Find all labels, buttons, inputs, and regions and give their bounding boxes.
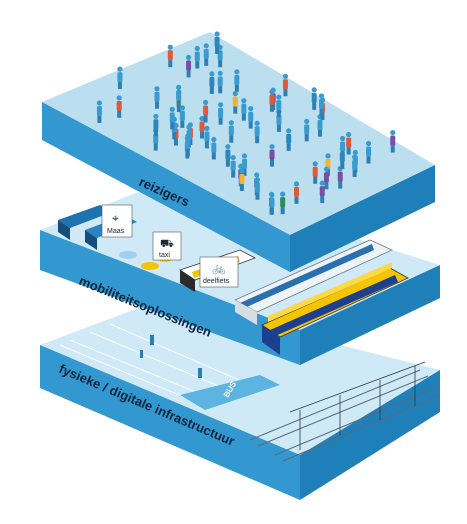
person-figure: [202, 99, 209, 123]
bubble-label-maas: Maas: [107, 228, 125, 235]
person-figure: [214, 31, 220, 54]
person-figure: [217, 70, 223, 94]
location-pin-icon: ⌖: [112, 211, 119, 225]
person-figure: [228, 120, 234, 143]
person-figure: [276, 94, 282, 118]
slab-middle-right: [300, 265, 440, 365]
person-figure: [293, 181, 300, 204]
person-figure: [248, 105, 254, 129]
person-figure: [185, 133, 191, 157]
road-lanes: [59, 323, 263, 407]
person-figure: [209, 71, 215, 94]
person-figure: [269, 192, 275, 215]
bubble-label-taxi: taxi: [159, 252, 170, 259]
person-figure: [153, 113, 159, 137]
person-figure: [346, 131, 352, 155]
bubble-maas: ⌖ Maas: [101, 204, 133, 238]
bubble-deelfiets: 🚲 deelfiets: [199, 256, 239, 288]
person-figure: [185, 54, 192, 78]
slab-top-left: [42, 102, 290, 272]
person-figure: [232, 91, 238, 114]
person-figure: [241, 98, 247, 121]
person-figure: [211, 136, 217, 160]
person-figure: [234, 69, 240, 92]
person-figure: [286, 128, 292, 151]
person-figure: [203, 43, 209, 66]
bubble-label-deelfiets: deelfiets: [203, 278, 230, 285]
person-figure: [312, 161, 318, 184]
bubble-taxi: ⛟ taxi: [152, 231, 182, 261]
train-intercity: [234, 239, 393, 325]
person-figure: [311, 87, 317, 110]
person-figure: [269, 89, 275, 112]
slab-top-right: [290, 165, 435, 272]
person-figure: [319, 180, 325, 204]
layer-infrastructure: BUS fysieke / digitale infrastructuur: [40, 300, 441, 500]
slab-middle-left: [40, 230, 300, 365]
person-figure: [390, 129, 396, 153]
slab-bottom-left: [40, 345, 300, 500]
traffic-signs: [140, 335, 202, 378]
person-figure: [254, 120, 260, 144]
person-figure: [318, 93, 325, 117]
crowd: [96, 31, 396, 215]
person-figure: [169, 106, 175, 130]
person-figure: [176, 84, 182, 108]
person-figure: [282, 73, 289, 97]
person-figure: [365, 140, 372, 164]
person-figure: [239, 168, 245, 191]
person-figure: [96, 100, 103, 123]
person-figure: [323, 166, 330, 190]
person-figure: [325, 153, 331, 176]
person-figure: [194, 45, 200, 69]
person-figure: [352, 154, 358, 177]
person-figure: [225, 144, 231, 167]
person-figure: [116, 95, 122, 118]
train-ns: [261, 262, 409, 355]
person-figure: [230, 154, 236, 178]
person-figure: [167, 44, 173, 68]
rail-tracks: [249, 369, 441, 462]
overhead-wires: [289, 361, 426, 450]
person-figure: [117, 66, 123, 90]
person-figure: [280, 191, 286, 215]
person-figure: [304, 118, 310, 142]
person-figure: [339, 146, 345, 169]
layer-travellers: reizigers: [42, 31, 435, 272]
layer-mobility: ⌖ Maas ⛟ taxi 🚲 deelfiets mobiliteitsopl…: [40, 180, 440, 365]
bus-lane: [180, 375, 280, 410]
person-figure: [199, 115, 205, 139]
person-figure: [269, 144, 275, 167]
slab-top-top: [42, 32, 435, 235]
person-figure: [217, 102, 224, 125]
person-figure: [337, 166, 343, 189]
car-icon: ⛟: [160, 238, 174, 250]
slab-bottom-right: [300, 370, 440, 500]
bicycle-icon: 🚲: [212, 263, 226, 275]
person-figure: [154, 86, 160, 109]
person-figure: [179, 105, 185, 128]
person-figure: [204, 125, 210, 149]
person-figure: [254, 177, 261, 200]
